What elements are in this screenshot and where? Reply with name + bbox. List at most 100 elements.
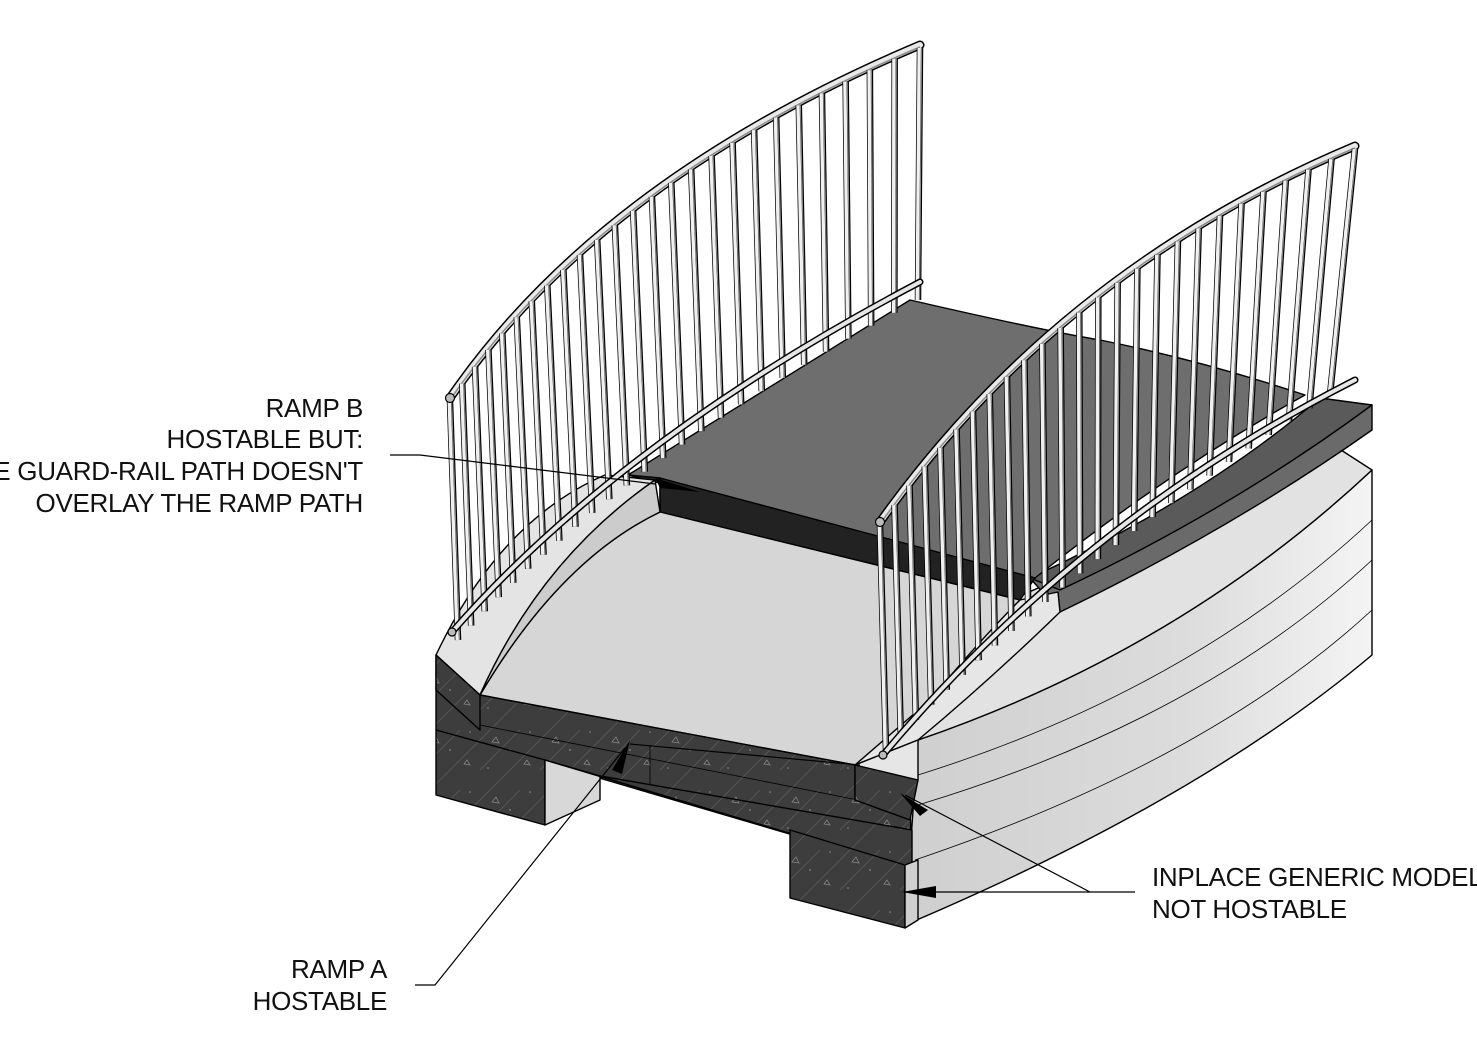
- leader-lines: [390, 454, 1135, 986]
- ramp-a-label: RAMP A HOSTABLE: [253, 954, 389, 1016]
- guard-rail-right: [874, 141, 1360, 760]
- rail-end-cap: [878, 750, 888, 760]
- baluster: [485, 349, 500, 598]
- baluster: [1113, 282, 1119, 546]
- baluster-shade: [1008, 376, 1014, 631]
- baluster-shade: [692, 169, 704, 432]
- baluster-shade: [919, 47, 923, 301]
- baluster: [447, 400, 459, 641]
- baluster: [499, 333, 515, 583]
- baluster: [954, 429, 964, 676]
- baluster-shade: [1191, 228, 1201, 490]
- baluster-shade: [990, 393, 998, 646]
- baluster: [1226, 203, 1243, 463]
- ramp-b-title: RAMP B: [266, 393, 363, 423]
- rail-base-block: [854, 764, 919, 821]
- leader-ramp-a: [415, 747, 626, 986]
- baluster-shade: [1210, 215, 1223, 476]
- baluster-shade: [895, 505, 903, 735]
- baluster-shade: [974, 411, 981, 661]
- baluster: [970, 411, 980, 661]
- baluster: [612, 225, 628, 486]
- baluster-shade: [870, 70, 874, 326]
- baluster-shade: [672, 182, 685, 445]
- baluster: [1187, 228, 1200, 490]
- baluster-shade: [463, 383, 474, 626]
- baluster: [1004, 376, 1013, 631]
- baluster-shade: [581, 254, 595, 514]
- baluster-shade: [634, 210, 647, 472]
- ramp-a-status: HOSTABLE: [253, 986, 387, 1016]
- baluster: [843, 81, 850, 339]
- baluster-shade: [846, 81, 851, 339]
- baluster-shade: [564, 269, 578, 527]
- inplace-title: INPLACE GENERIC MODEL: [1152, 862, 1477, 892]
- baluster: [709, 155, 722, 418]
- baluster-shade: [925, 466, 934, 705]
- leader-ramp-a-ext: [629, 743, 861, 766]
- left-end-block: [435, 654, 481, 731]
- mid-rail: [881, 378, 1357, 757]
- baluster-shade: [712, 155, 724, 418]
- baluster: [867, 70, 873, 326]
- baluster: [577, 254, 594, 514]
- baluster-shade: [1135, 268, 1140, 532]
- baluster-shade: [503, 333, 516, 583]
- baluster-shade: [957, 429, 965, 676]
- baluster: [892, 504, 902, 735]
- ramp-a-title: RAMP A: [291, 954, 388, 984]
- baluster-shade: [489, 349, 501, 598]
- baluster: [877, 524, 887, 751]
- baluster: [514, 317, 530, 569]
- baluster-shade: [616, 225, 629, 486]
- baluster: [529, 301, 545, 555]
- baluster-shade: [476, 366, 487, 612]
- arrow-ramp-b: [655, 478, 700, 492]
- baluster: [649, 196, 665, 459]
- guard-rail-left: [444, 40, 925, 641]
- baluster: [560, 269, 577, 527]
- handrail-shade: [879, 147, 1356, 525]
- rail-end-cap: [874, 516, 886, 528]
- baluster-shade: [1117, 282, 1120, 546]
- baluster: [594, 239, 611, 500]
- arrow-inplace-1: [900, 793, 928, 816]
- baluster-shade: [910, 485, 919, 720]
- baluster-shade: [1331, 148, 1358, 396]
- handrail-shade: [449, 46, 921, 401]
- handrail: [447, 42, 923, 401]
- curb-left-inner: [479, 479, 661, 696]
- baluster: [1286, 169, 1310, 422]
- baluster-shade: [1025, 360, 1031, 617]
- inplace-generic-model-band: [917, 519, 1373, 776]
- inplace-curve-line: [917, 559, 1373, 806]
- baluster: [544, 285, 561, 541]
- baluster-shade: [1172, 241, 1181, 504]
- leader-ramp-b: [390, 454, 656, 485]
- baluster: [1246, 191, 1265, 449]
- baluster-shade: [733, 142, 744, 405]
- baluster-shade: [1310, 159, 1334, 409]
- ramp-b-status: HOSTABLE BUT:: [167, 424, 363, 454]
- inplace-status: NOT HOSTABLE: [1152, 894, 1347, 924]
- baluster: [1150, 254, 1159, 518]
- baluster-shade: [777, 117, 785, 378]
- arrow-inplace-2: [902, 886, 936, 898]
- baluster: [907, 485, 917, 720]
- baluster-shade: [532, 301, 546, 555]
- baluster: [922, 466, 933, 705]
- rail-end-cap: [444, 392, 456, 404]
- baluster: [1039, 343, 1047, 603]
- baluster: [1131, 268, 1139, 532]
- baluster-shade: [598, 239, 612, 500]
- rail-end-cap: [447, 627, 457, 637]
- baluster: [915, 47, 921, 301]
- baluster-shade: [548, 285, 562, 541]
- baluster-shade: [1269, 180, 1288, 435]
- baluster-shade: [1289, 169, 1311, 422]
- baluster-shade: [517, 317, 531, 569]
- baluster: [1306, 158, 1333, 409]
- ramp-b-label: RAMP B HOSTABLE BUT: THE GUARD-RAIL PATH…: [0, 393, 364, 518]
- handrail: [877, 143, 1358, 525]
